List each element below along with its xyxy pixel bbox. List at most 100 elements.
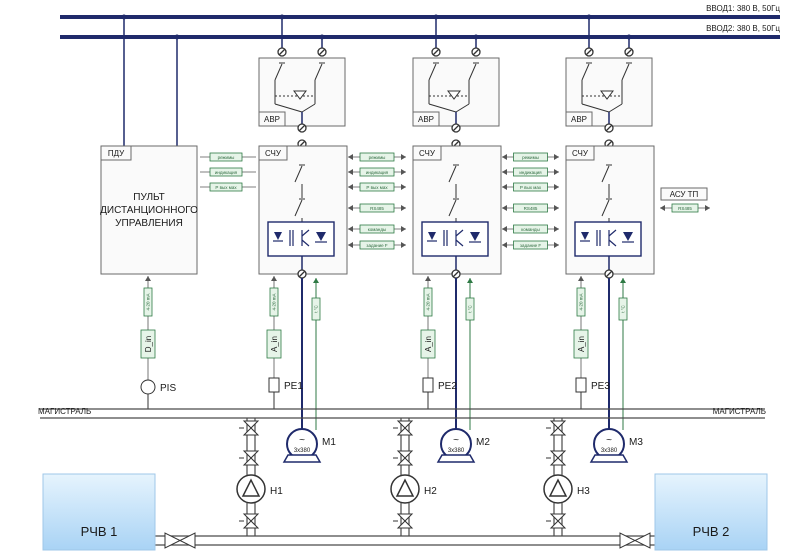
tank-1: РЧВ 1	[42, 473, 156, 551]
link-1-signal-4: RS485	[370, 206, 384, 211]
tank-2-outlet-valve	[619, 532, 651, 549]
asu-tp: АСУ ТП RS485	[660, 187, 710, 213]
pdu-title-line-2: ДИСТАНЦИОННОГО	[100, 205, 198, 216]
tank-2: РЧВ 2	[654, 473, 768, 551]
pdu-sensor-signal: 4-20 mA	[146, 293, 151, 310]
avr-drive-icon-3	[600, 90, 614, 100]
unit-3-bus2-breaker	[624, 47, 634, 57]
unit-2-sensor-signal: 4-20 mA	[426, 293, 431, 310]
link-2-signal-4: RS485	[524, 206, 538, 211]
avr-switch-a-2	[428, 62, 439, 81]
frequency-converter-3	[574, 221, 642, 257]
pressure-sensor-1	[268, 377, 280, 393]
unit-2-feedback-label: t °C	[468, 304, 473, 312]
asu-label: АСУ ТП	[670, 190, 699, 199]
power-bus-1-label: ВВОД1: 380 В, 50Гц	[706, 4, 780, 13]
unit-1-input-label: A_in	[270, 336, 279, 352]
pump-1-check-valve	[239, 450, 260, 466]
unit-3-input-label: A_in	[577, 336, 586, 352]
main-line: МАГИСТРАЛЬ МАГИСТРАЛЬ	[38, 407, 766, 419]
scu-switch-b-3	[601, 198, 612, 217]
unit-1-sensor-signal: 4-20 mA	[272, 293, 277, 310]
link-2-signal-5: команды	[521, 227, 539, 232]
pump-2	[390, 474, 420, 504]
pdu-input-label: D_in	[144, 336, 153, 352]
unit-3-bus1-breaker	[584, 47, 594, 57]
avr-drive-icon-2	[447, 90, 461, 100]
motor-label-3: M3	[629, 437, 643, 448]
pdu-signal-modes: режимы	[218, 155, 235, 160]
pdu-title-line-3: УПРАВЛЕНИЯ	[115, 218, 183, 229]
pump-2-discharge-valve	[393, 420, 414, 436]
link-1-signal-3: Р вых мах	[366, 185, 388, 190]
frequency-converter-2	[421, 221, 489, 257]
link-2-signal-6: задание F	[520, 243, 541, 248]
avr-drive-icon-1	[293, 90, 307, 100]
scu-switch-b-1	[294, 198, 305, 217]
unit-2-input-label: A_in	[424, 336, 433, 352]
pump-3	[543, 474, 573, 504]
pdu-feeder-1-node	[121, 14, 127, 20]
link-1-signal-1: режимы	[369, 155, 386, 160]
asu-signal: RS485	[678, 206, 692, 211]
motor-label-2: M2	[476, 437, 490, 448]
pump-2-suction-valve	[393, 513, 414, 529]
link-2-signal-2: индикация	[519, 170, 542, 175]
pump-label-1: Н1	[270, 486, 283, 497]
motor-2: ~3х380	[436, 428, 476, 463]
scu-switch-a-3	[601, 164, 612, 183]
avr-label-2: АВР	[418, 115, 434, 124]
pressure-sensor-label-3: PE3	[591, 381, 610, 392]
avr-switch-b-1	[314, 62, 325, 81]
motor-label-1: M1	[322, 437, 336, 448]
pressure-sensor-label-2: PE2	[438, 381, 457, 392]
suction-pipe	[155, 532, 655, 549]
link-1-signal-2: индикация	[366, 170, 389, 175]
link-2-signal-1: режимы	[522, 155, 539, 160]
scu-output-breaker-1	[297, 269, 307, 279]
link-1-signal-6: задание F	[366, 243, 387, 248]
avr-switch-b-2	[468, 62, 479, 81]
pis-sensor	[140, 379, 156, 395]
pump-label-3: Н3	[577, 486, 590, 497]
unit-1-feedback-label: t °C	[314, 304, 319, 312]
motor-rating-2: 3х380	[448, 448, 465, 454]
pis-label: PIS	[160, 383, 176, 394]
avr-label-3: АВР	[571, 115, 587, 124]
avr-output-breaker-3	[604, 123, 614, 133]
pump-3-suction-valve	[546, 513, 567, 529]
avr-output-breaker-2	[451, 123, 461, 133]
pump-1-discharge-valve	[239, 420, 260, 436]
pump-3-check-valve	[546, 450, 567, 466]
motor-rating-3: 3х380	[601, 448, 618, 454]
scu-label-2: СЧУ	[419, 149, 436, 158]
pump-label-2: Н2	[424, 486, 437, 497]
pump-3-discharge-valve	[546, 420, 567, 436]
avr-switch-a-3	[581, 62, 592, 81]
link-1-signal-5: команды	[368, 227, 386, 232]
tank-2-label: РЧВ 2	[693, 524, 730, 539]
main-line-left-label: МАГИСТРАЛЬ	[38, 407, 91, 416]
avr-switch-a-1	[274, 62, 285, 81]
tank-1-outlet-valve	[164, 532, 196, 549]
scu-label-3: СЧУ	[572, 149, 589, 158]
avr-output-breaker-1	[297, 123, 307, 133]
unit-1-bus1-breaker	[277, 47, 287, 57]
motor-3: ~3х380	[589, 428, 629, 463]
power-bus-2-label: ВВОД2: 380 В, 50Гц	[706, 24, 780, 33]
unit-2-bus2-breaker	[471, 47, 481, 57]
scu-output-breaker-3	[604, 269, 614, 279]
pump-1-suction-valve	[239, 513, 260, 529]
scu-label-1: СЧУ	[265, 149, 282, 158]
motor-tilde-3: ~	[606, 435, 612, 446]
pressure-sensor-label-1: PE1	[284, 381, 303, 392]
unit-3-sensor-signal: 4-20 mA	[579, 293, 584, 310]
motor-1: ~3х380	[282, 428, 322, 463]
pdu-signal-indication: индикация	[215, 170, 238, 175]
